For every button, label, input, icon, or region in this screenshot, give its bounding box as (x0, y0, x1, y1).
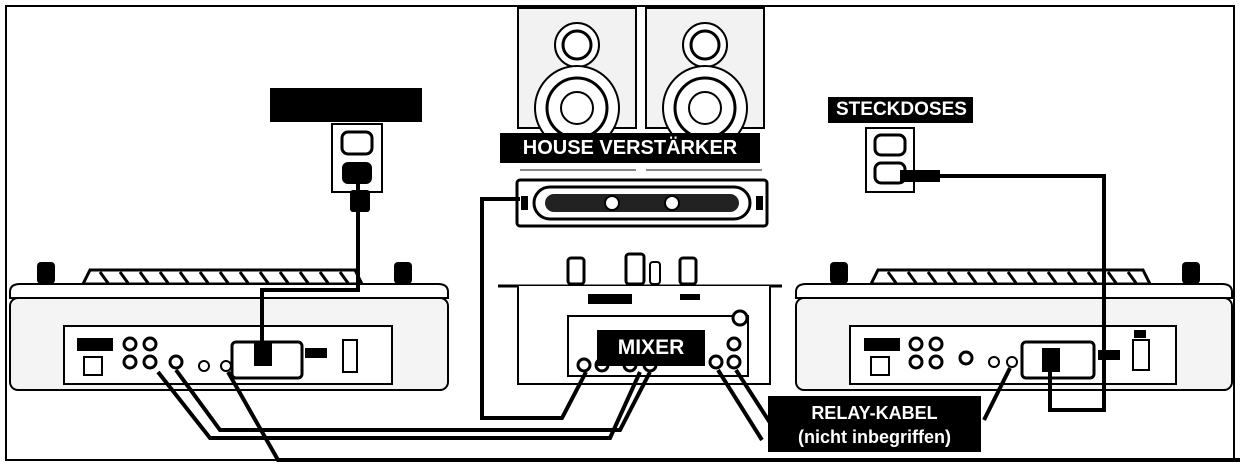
cd-player-right (795, 262, 1233, 391)
audio-cable-left-2 (174, 368, 652, 432)
audio-cable-right-1 (716, 368, 764, 442)
power-plug-cd-right (1042, 348, 1060, 372)
relay-cable-label-line1: RELAY-KABEL (811, 403, 938, 423)
power-cable-right (914, 174, 1106, 412)
amp-input-cable (480, 197, 588, 420)
power-outlet-label-left (270, 88, 422, 122)
relay-cable-label: RELAY-KABEL (nicht inbegriffen) (768, 396, 981, 452)
relay-cable-label-line2: (nicht inbegriffen) (798, 427, 951, 447)
audio-cable-left-1 (156, 370, 642, 440)
power-plug-left (350, 190, 370, 212)
amplifier (515, 178, 769, 228)
house-amp-label: HOUSE VERSTÄRKER (500, 133, 760, 163)
mixer-label: MIXER (597, 330, 705, 366)
relay-cable-left (226, 371, 1240, 462)
power-plug-cd-left (254, 342, 272, 366)
cables (156, 174, 1240, 462)
relay-cable-right (982, 367, 1012, 421)
speaker-right (645, 7, 765, 151)
cd-player-left (9, 262, 449, 391)
power-outlet-right (865, 127, 940, 193)
speaker-left (517, 7, 637, 151)
power-outlet-label-right: STECKDOSES (828, 97, 973, 123)
